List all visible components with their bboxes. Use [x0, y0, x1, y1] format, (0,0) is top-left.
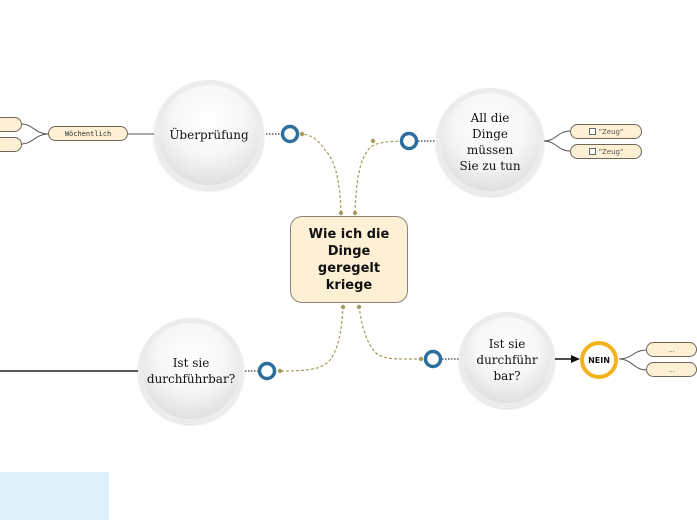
pill-ellipsis-2[interactable]: ... — [646, 362, 697, 377]
port-all-die-dinge — [399, 131, 419, 151]
checkbox-icon[interactable] — [588, 148, 596, 155]
topic-all-die-dinge-label: All die Dinge müssen Sie zu tun — [459, 111, 521, 173]
checkbox-icon[interactable] — [588, 128, 596, 135]
nein-label: NEIN — [588, 355, 610, 365]
topic-durchfuehrbar-left[interactable]: Ist sie durchführbar? — [138, 318, 244, 424]
connector-top-right — [354, 140, 410, 214]
topic-durchfuehrbar-right[interactable]: Ist sie durchführ bar? — [459, 312, 555, 408]
pill-ellipsis-1[interactable]: ... — [646, 342, 697, 357]
port-durchfuehrbar-left — [257, 361, 277, 381]
port-ueberpruefung — [280, 124, 300, 144]
pill-zeug-2-label: "Zeug" — [598, 147, 624, 156]
connector-bottom-right — [358, 305, 422, 360]
pill-woechentlich[interactable]: Wöchentlich — [48, 126, 128, 141]
topic-ueberpruefung[interactable]: Überprüfung — [154, 80, 264, 190]
topic-durchfuehrbar-right-label: Ist sie durchführ bar? — [476, 337, 538, 383]
pill-zeug-1[interactable]: "Zeug" — [570, 124, 642, 139]
topic-all-die-dinge[interactable]: All die Dinge müssen Sie zu tun — [436, 88, 544, 196]
left-edge-pill-2[interactable] — [0, 137, 22, 152]
central-topic-label: Wie ich die Dinge geregelt kriege — [308, 226, 390, 293]
pill-zeug-1-label: "Zeug" — [598, 127, 624, 136]
pill-ellipsis-1-label: ... — [668, 345, 675, 354]
pill-woechentlich-label: Wöchentlich — [64, 129, 112, 138]
connector-top-left — [300, 133, 342, 214]
connector-bottom-left — [279, 305, 344, 372]
pill-ellipsis-2-label: ... — [668, 365, 675, 374]
topic-ueberpruefung-label: Überprüfung — [169, 128, 249, 142]
topic-durchfuehrbar-left-label: Ist sie durchführbar? — [146, 356, 236, 386]
central-topic[interactable]: Wie ich die Dinge geregelt kriege — [290, 216, 408, 303]
corner-panel — [0, 472, 109, 520]
left-edge-pill-1[interactable] — [0, 117, 22, 132]
pill-zeug-2[interactable]: "Zeug" — [570, 144, 642, 159]
nein-node[interactable]: NEIN — [580, 341, 618, 379]
port-durchfuehrbar-right — [423, 349, 443, 369]
